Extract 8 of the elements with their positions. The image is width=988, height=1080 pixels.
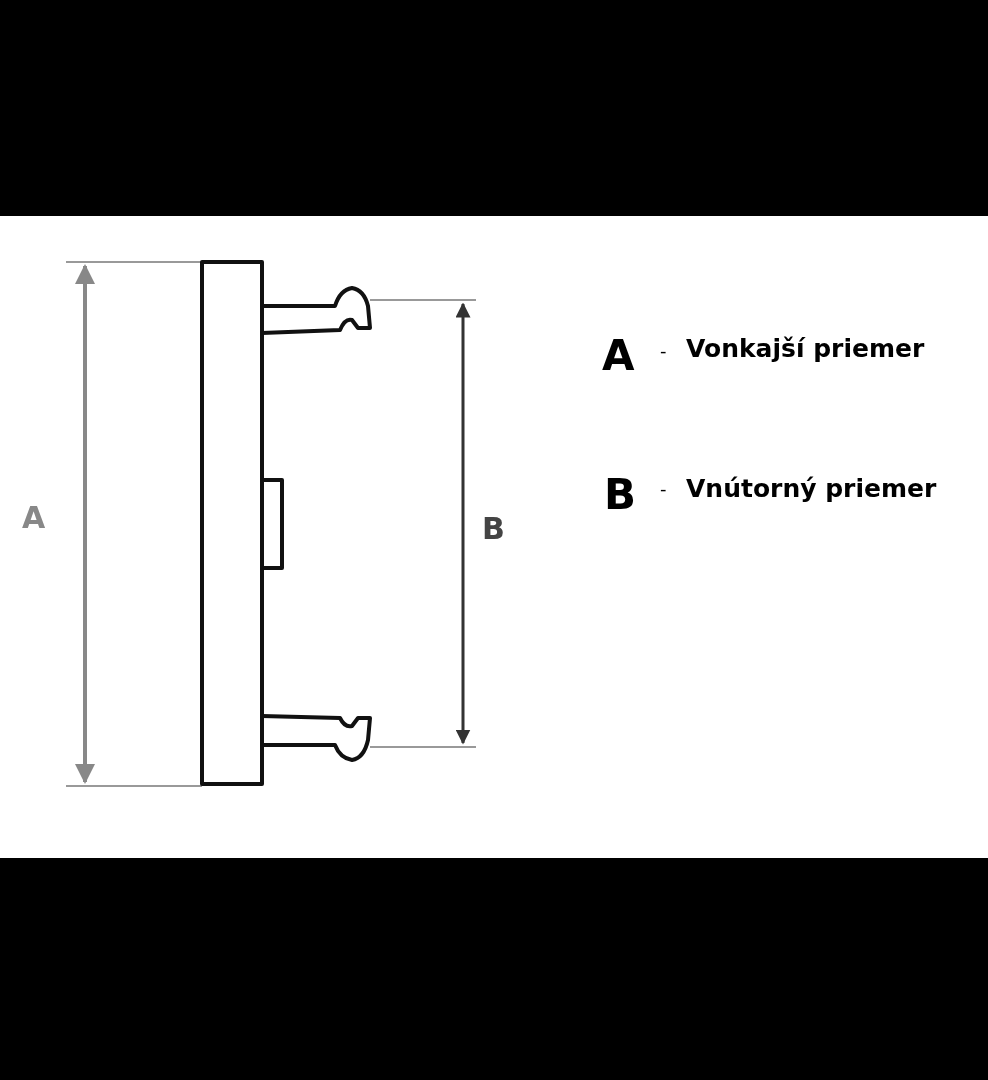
legend-dash: - <box>660 480 667 498</box>
dimension-label: A <box>22 503 46 533</box>
legend-dash: - <box>660 342 667 360</box>
legend-description: Vnútorný priemer <box>686 476 937 501</box>
legend-key: B <box>604 474 636 516</box>
legend-key: A <box>602 335 635 377</box>
dimension-label: B <box>482 514 505 544</box>
legend-description: Vonkajší priemer <box>686 336 925 361</box>
